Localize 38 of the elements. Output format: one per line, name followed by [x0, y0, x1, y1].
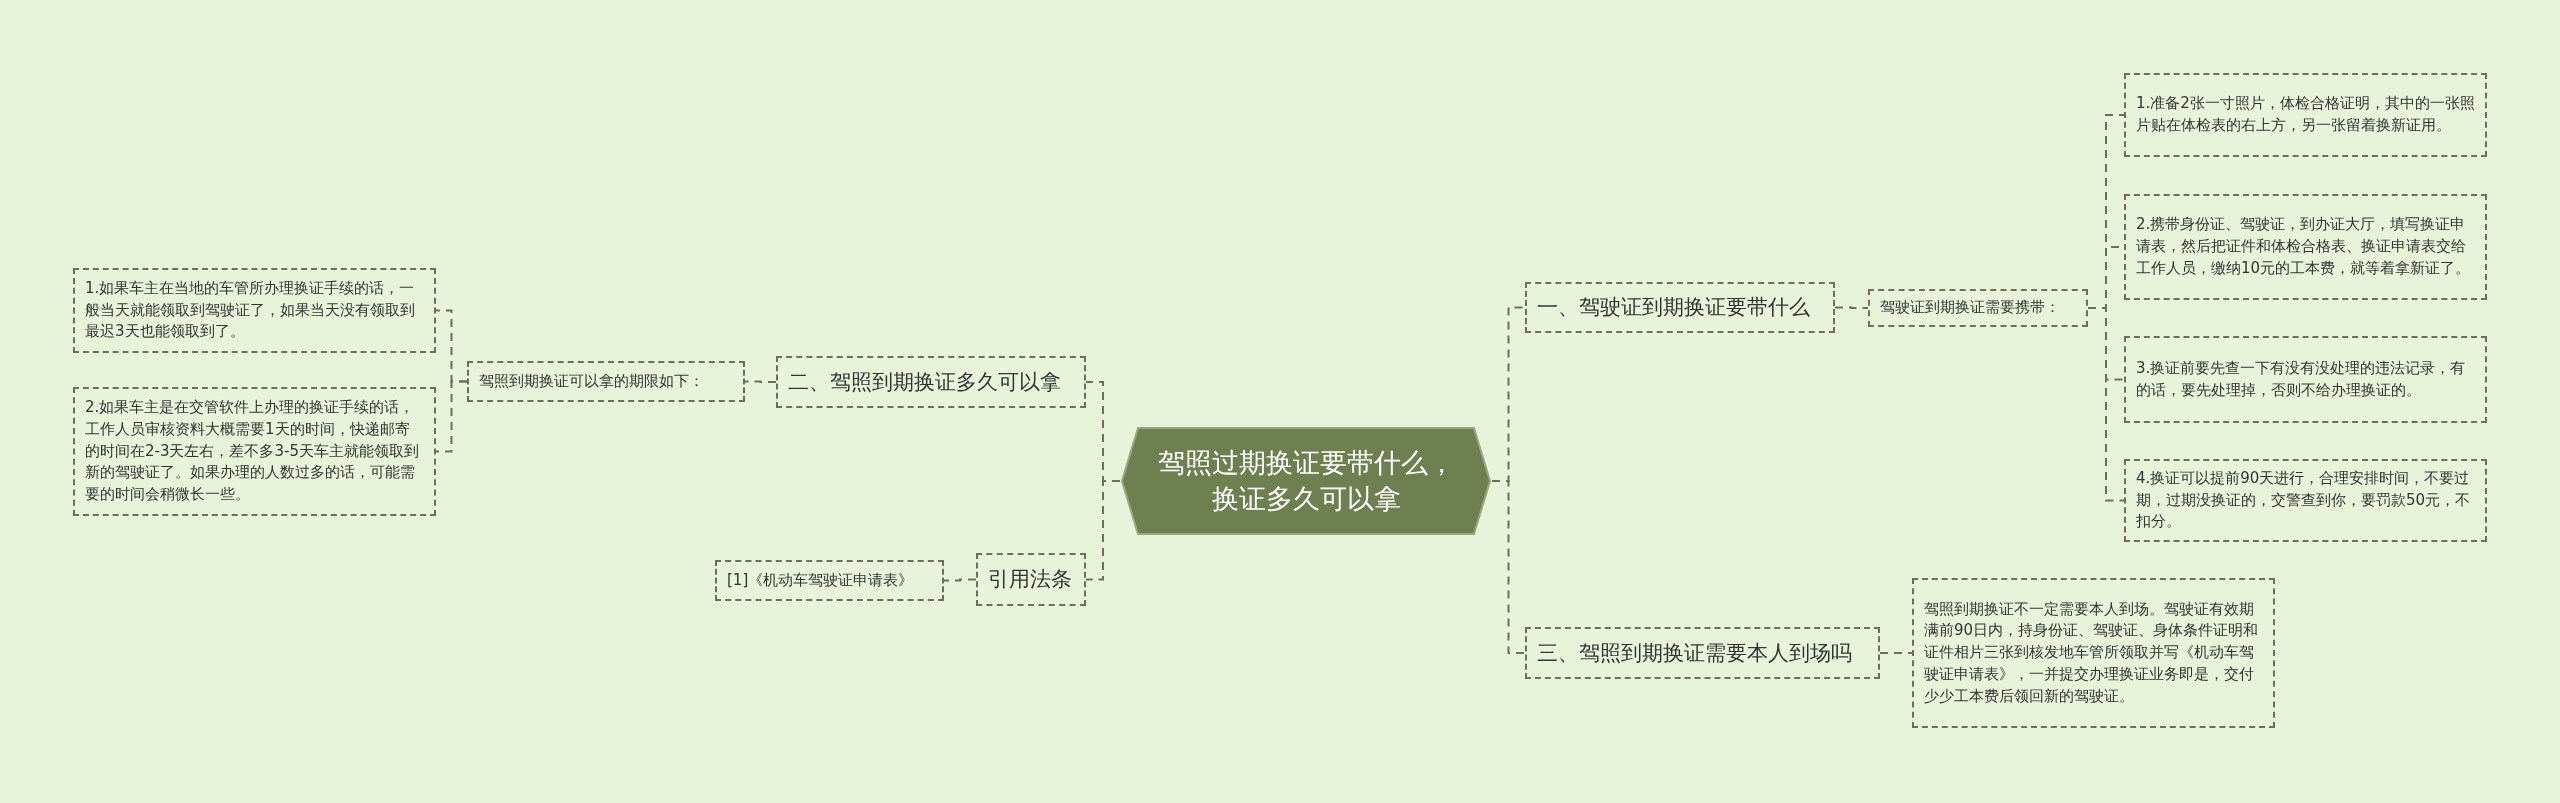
topic-box	[776, 356, 1086, 408]
note-text: 驾照到期换证不一定需要本人到场。驾驶证有效期满前90日内，持身份证、驾驶证、身体条件证明和证件相片三张到核发地车管所领取并写《机动车驾驶证申请表》，一并提交办理换证业务即是，交付少少工本费后领回新的驾驶证。	[1924, 598, 2260, 707]
connector-line	[1085, 480, 1121, 581]
note-text: 1.准备2张一寸照片，体检合格证明，其中的一张照片贴在体检表的右上方，另一张留着换新证用。	[2136, 93, 2475, 136]
note-box	[2124, 194, 2487, 300]
topic-box	[1525, 282, 1835, 333]
topic-text: 二、驾照到期换证多久可以拿	[788, 368, 1061, 396]
note-box	[2124, 459, 2487, 542]
note-box	[2124, 336, 2487, 423]
note-box	[1912, 578, 2275, 728]
subtopic-box	[467, 361, 745, 402]
topic-box	[1525, 627, 1880, 679]
note-text: 驾驶证到期换证需要携带：	[1880, 297, 2060, 319]
note-text: 3.换证前要先查一下有没有没处理的违法记录，有的话，要先处理掉，否则不给办理换证的。	[2136, 357, 2467, 401]
topic-box	[976, 553, 1086, 606]
topic-text: 三、驾照到期换证需要本人到场吗	[1537, 639, 1852, 667]
note-box	[73, 387, 436, 516]
connector-line	[744, 380, 777, 383]
note-text: [1]《机动车驾驶证申请表》	[727, 569, 914, 591]
note-text: 4.换证可以提前90天进行，合理安排时间，不要过期，过期没换证的，交警查到你，要罚款50元，不扣分。	[2136, 467, 2472, 533]
connector-line	[943, 578, 977, 582]
note-text: 2.携带身份证、驾驶证，到办证大厅，填写换证申请表，然后把证件和体检合格表、换证申请表交给工作人员，缴纳10元的工本费，就等着拿新证了。	[2136, 214, 2472, 279]
note-box	[73, 268, 436, 353]
subtopic-box	[1868, 289, 2088, 327]
note-text: 1.如果车主在当地的车管所办理换证手续的话，一般当天就能领取到驾驶证了，如果当天没有领取到最迟3天也能领取到了。	[85, 277, 416, 343]
connector-line	[1879, 652, 1913, 654]
connector-line	[2087, 307, 2125, 502]
central-topic-hexagon	[1120, 426, 1492, 536]
connector-line	[435, 380, 468, 453]
connector-line	[1834, 306, 1869, 309]
topic-text: 一、驾驶证到期换证要带什么	[1537, 294, 1810, 322]
topic-text: 引用法条	[988, 566, 1072, 594]
note-box	[2124, 73, 2487, 157]
connector-line	[1491, 480, 1526, 654]
note-text: 2.如果车主是在交管软件上办理的换证手续的话，工作人员审核资料大概需要1天的时间，快递邮寄的时间在2-3天左右，差不多3-5天车主就能领取到新的驾驶证了。如果办理的人数过多的话，可能需要的时间会稍微长一些。	[85, 397, 420, 506]
subtopic-box	[715, 560, 944, 601]
topic-text: 驾照过期换证要带什么，换证多久可以拿	[1156, 445, 1456, 516]
note-text: 驾照到期换证可以拿的期限如下：	[479, 370, 704, 392]
